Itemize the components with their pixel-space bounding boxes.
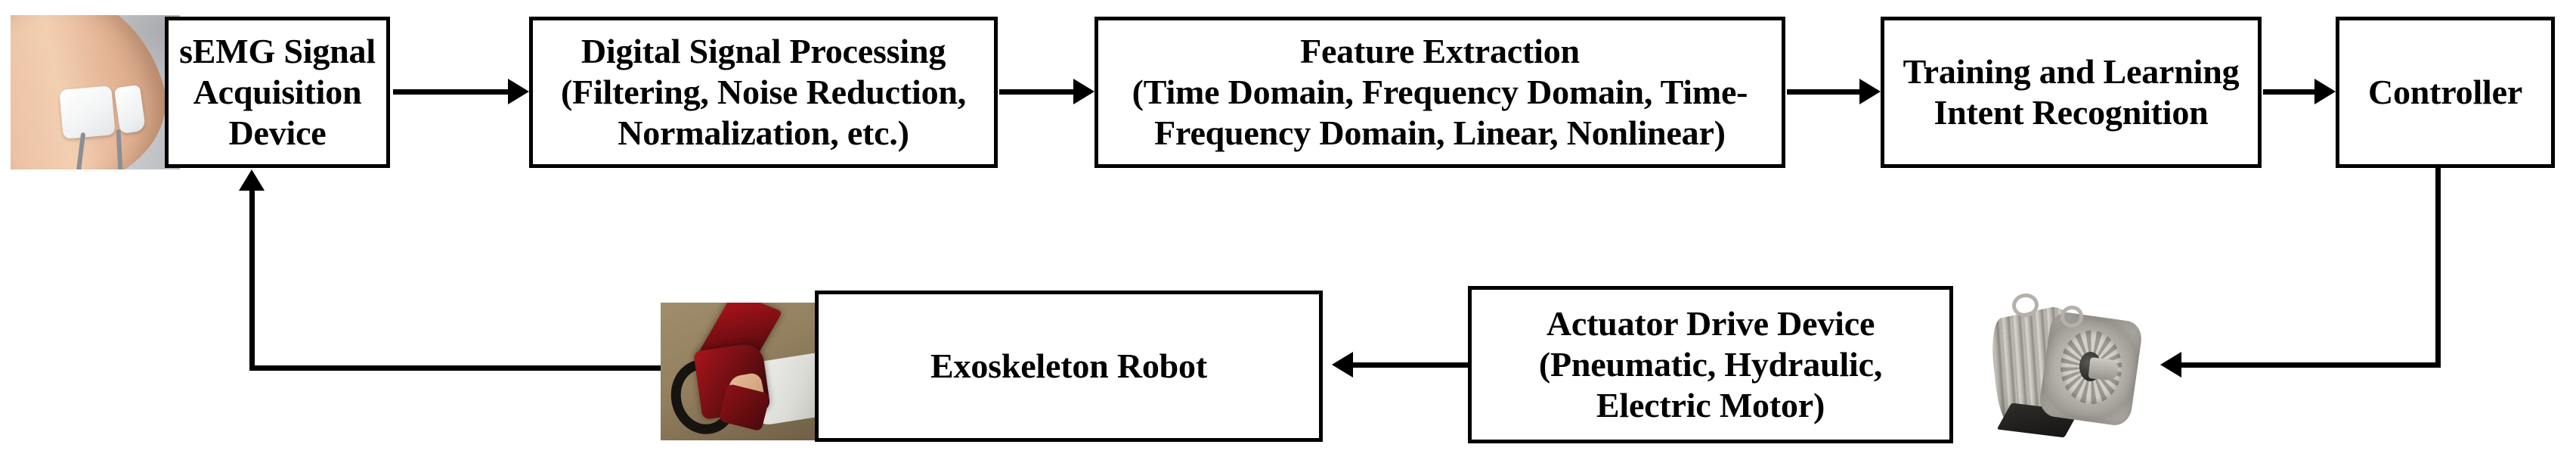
connector-semg-to-dsp-arrowhead xyxy=(508,79,529,104)
connector-semg-to-dsp-line xyxy=(393,89,509,95)
connector-controller-to-motor-horizontal xyxy=(2181,362,2441,368)
connector-training-to-controller-arrowhead xyxy=(2314,79,2336,104)
electrode-pad-large xyxy=(59,85,116,140)
connector-training-to-controller-line xyxy=(2263,89,2316,95)
connector-controller-to-motor-arrowhead xyxy=(2160,352,2181,378)
node-feature-extraction[interactable]: Feature Extraction (Time Domain, Frequen… xyxy=(1094,17,1785,168)
node-semg-signal-acquisition-device[interactable]: sEMG Signal Acquisition Device xyxy=(165,17,390,168)
connector-actuator-to-exoskeleton-line xyxy=(1353,362,1471,368)
exoskeleton-robot-arm-photo xyxy=(661,303,816,440)
connector-feedback-arrowhead xyxy=(239,169,265,191)
node-actuator-drive-device[interactable]: Actuator Drive Device (Pneumatic, Hydrau… xyxy=(1468,286,1953,443)
node-digital-signal-processing[interactable]: Digital Signal Processing (Filtering, No… xyxy=(529,17,998,168)
arm-with-semg-electrodes-photo xyxy=(11,15,180,169)
node-controller[interactable]: Controller xyxy=(2336,17,2555,168)
connector-dsp-to-feature-arrowhead xyxy=(1073,79,1094,104)
connector-feedback-horizontal xyxy=(249,365,667,371)
node-label: sEMG Signal Acquisition Device xyxy=(179,31,376,153)
connector-dsp-to-feature-line xyxy=(999,89,1075,95)
connector-controller-to-motor-vertical xyxy=(2435,165,2441,368)
node-exoskeleton-robot[interactable]: Exoskeleton Robot xyxy=(815,291,1323,442)
node-label: Actuator Drive Device (Pneumatic, Hydrau… xyxy=(1538,303,1883,425)
connector-actuator-to-exoskeleton-arrowhead xyxy=(1332,352,1353,378)
connector-feedback-vertical xyxy=(249,191,255,371)
connector-feature-to-training-arrowhead xyxy=(1859,79,1881,104)
node-label: Training and Learning Intent Recognition xyxy=(1903,51,2240,132)
node-label: Controller xyxy=(2367,72,2523,111)
node-training-and-learning-intent-recognition[interactable]: Training and Learning Intent Recognition xyxy=(1881,17,2262,168)
node-label: Exoskeleton Robot xyxy=(930,346,1207,385)
node-label: Digital Signal Processing (Filtering, No… xyxy=(560,31,967,153)
connector-feature-to-training-line xyxy=(1787,89,1861,95)
electric-motor-photo xyxy=(1983,281,2154,457)
node-label: Feature Extraction (Time Domain, Frequen… xyxy=(1132,31,1748,153)
